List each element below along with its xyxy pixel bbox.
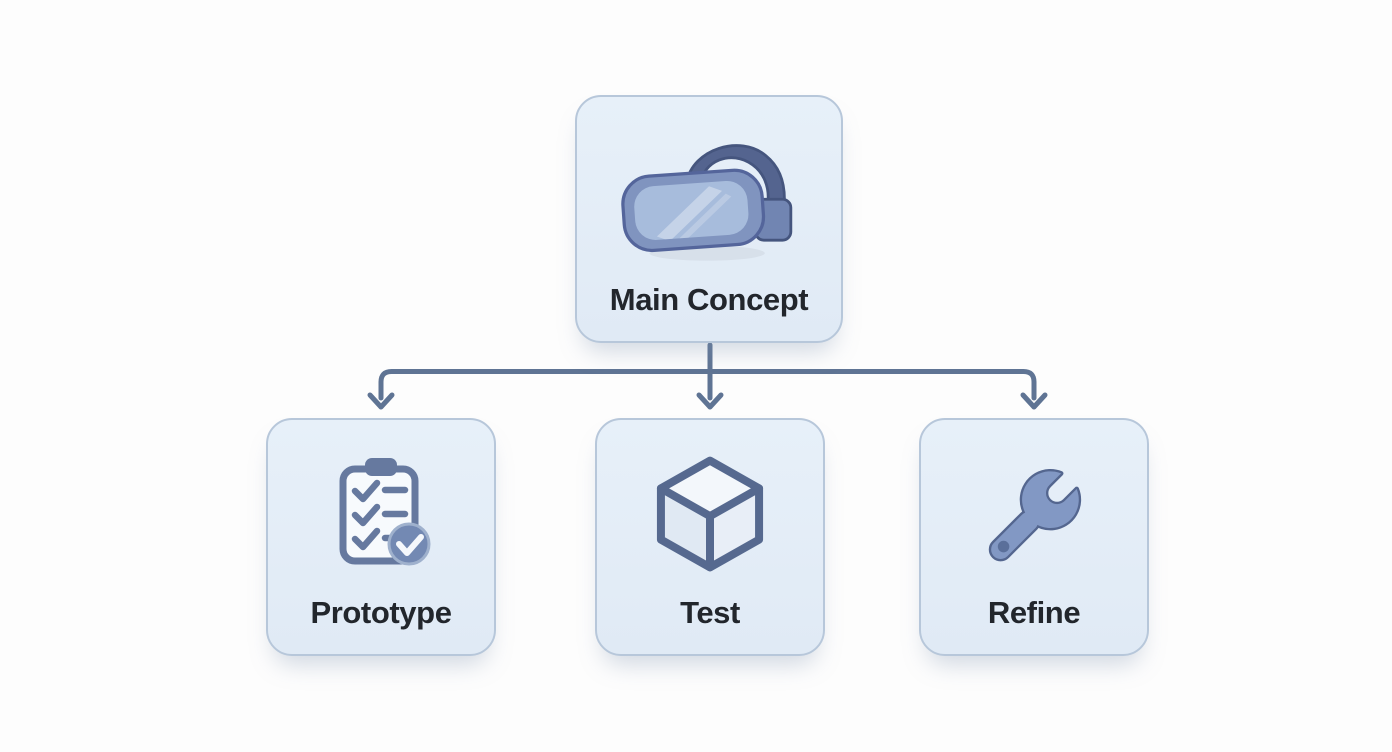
cube-icon	[597, 420, 823, 597]
node-label-test: Test	[680, 595, 740, 630]
connector-branch	[378, 369, 1037, 401]
arrowhead-left-icon	[367, 392, 395, 410]
node-prototype: Prototype	[266, 418, 496, 656]
clipboard-checklist-icon	[268, 420, 494, 597]
arrowhead-center-icon	[696, 392, 724, 410]
arrowhead-right-icon	[1020, 392, 1048, 410]
node-label-main-concept: Main Concept	[609, 282, 809, 317]
node-refine: Refine	[919, 418, 1149, 656]
vr-headset-icon	[577, 97, 841, 284]
node-label-refine: Refine	[987, 595, 1081, 630]
wrench-icon	[921, 420, 1147, 597]
node-test: Test	[595, 418, 825, 656]
node-label-prototype: Prototype	[310, 595, 452, 630]
node-main-concept: Main Concept	[575, 95, 843, 343]
